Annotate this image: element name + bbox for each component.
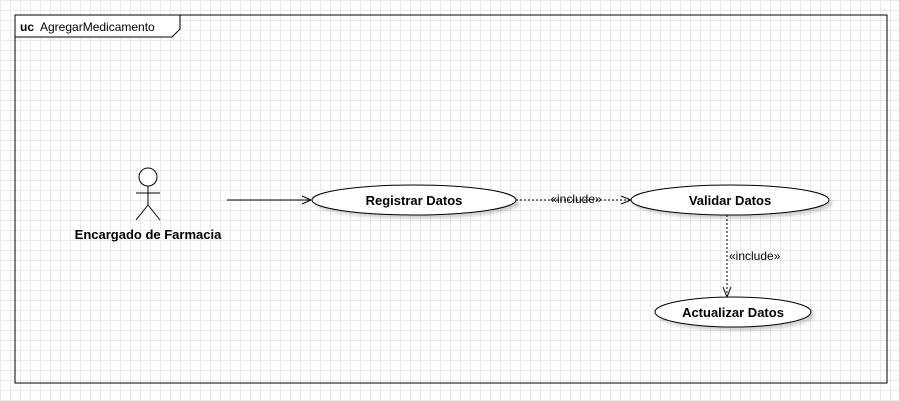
include-relation-validar-actualizar[interactable]: «include» bbox=[722, 215, 781, 299]
usecase-ellipse bbox=[630, 184, 830, 216]
diagram-frame[interactable] bbox=[14, 14, 888, 384]
include-relation-registrar-validar[interactable]: «include» bbox=[516, 192, 633, 206]
usecase-ellipse bbox=[654, 296, 812, 328]
usecase-label: Actualizar Datos bbox=[682, 305, 784, 320]
actor-label: Encargado de Farmacia bbox=[75, 227, 222, 242]
include-label: «include» bbox=[550, 192, 602, 206]
usecase-actualizar-datos[interactable]: Actualizar Datos bbox=[654, 296, 812, 328]
usecase-label: Validar Datos bbox=[689, 193, 771, 208]
include-label: «include» bbox=[729, 249, 781, 263]
stick-figure-icon bbox=[135, 167, 161, 221]
usecase-validar-datos[interactable]: Validar Datos bbox=[630, 184, 830, 216]
frame-name: AgregarMedicamento bbox=[40, 20, 155, 34]
frame-keyword: uc bbox=[20, 20, 34, 34]
usecase-registrar-datos[interactable]: Registrar Datos bbox=[311, 184, 517, 216]
frame-tab bbox=[14, 14, 181, 38]
association-arrow[interactable] bbox=[227, 195, 313, 205]
usecase-label: Registrar Datos bbox=[366, 193, 463, 208]
actor-encargado[interactable]: Encargado de Farmacia bbox=[75, 167, 222, 242]
